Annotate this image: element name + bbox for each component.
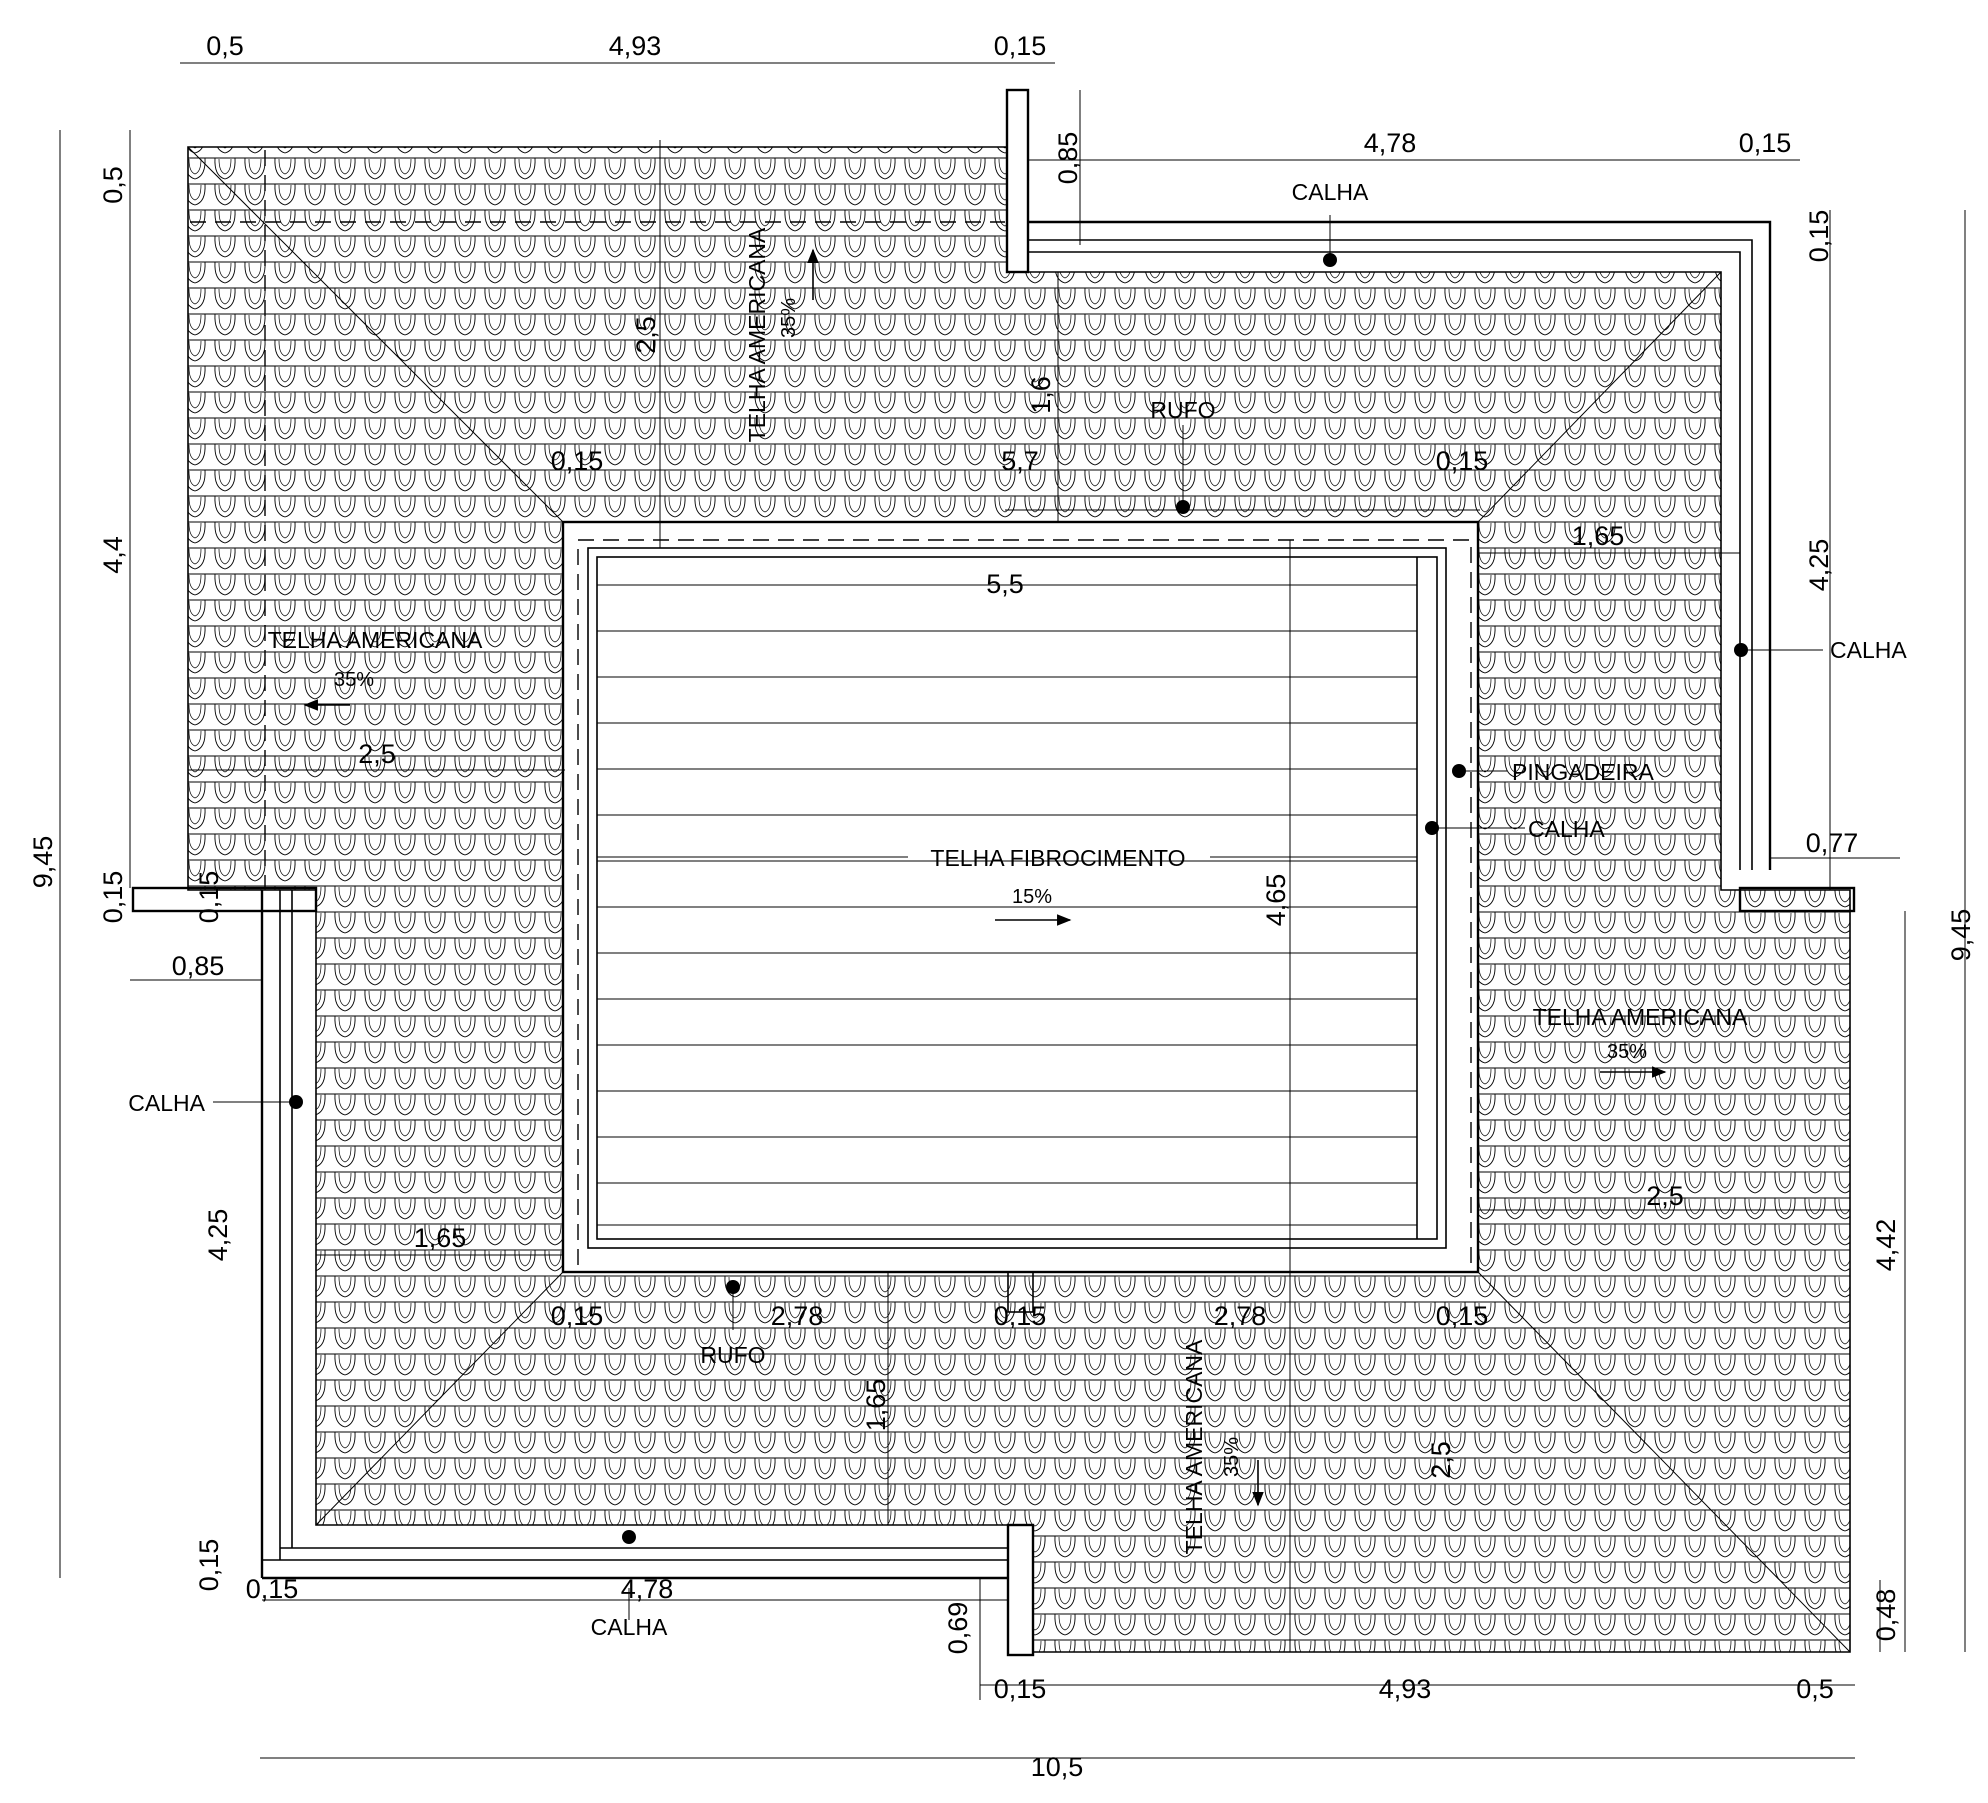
dim-v-945-right: 9,45 — [1946, 909, 1976, 962]
dim-in-015-e: 0,15 — [1436, 1301, 1489, 1331]
leaders — [213, 215, 1823, 1620]
dim-in-015-c: 0,15 — [551, 1301, 604, 1331]
dim-in-25-bottom: 2,5 — [1426, 1441, 1456, 1479]
dim-v-048-right: 0,48 — [1871, 1589, 1901, 1642]
dim-v-44-left: 4,4 — [98, 536, 128, 574]
dim-h-478-bottom: 4,78 — [621, 1574, 674, 1604]
dim-in-25-top: 2,5 — [631, 316, 661, 354]
dim-top-c: 0,15 — [994, 31, 1047, 61]
label-telha-right: TELHA AMERICANA — [1533, 1004, 1748, 1030]
label-pingadeira: PINGADEIRA — [1512, 759, 1655, 785]
dim-in-015-b: 0,15 — [1436, 446, 1489, 476]
dim-v-015-bottom-left: 0,15 — [194, 1539, 224, 1592]
dim-top-b: 4,93 — [609, 31, 662, 61]
label-telha-left-pct: 35% — [334, 669, 374, 691]
dim-top-d: 4,78 — [1364, 128, 1417, 158]
dim-in-25-left: 2,5 — [358, 739, 396, 769]
label-calha-right: CALHA — [1830, 637, 1907, 663]
dim-in-165-bottom: 1,65 — [861, 1379, 891, 1432]
label-fibro-pct: 15% — [1012, 886, 1052, 908]
label-telha-bottom-pct: 35% — [1221, 1437, 1243, 1477]
label-calha-bottom: CALHA — [591, 1614, 668, 1640]
dim-v-015-left: 0,15 — [98, 871, 128, 924]
hip-lines — [187, 146, 1851, 1653]
dim-v-425-left: 4,25 — [203, 1209, 233, 1262]
dim-h-085-left: 0,85 — [172, 951, 225, 981]
dim-h-105-total: 10,5 — [1031, 1752, 1084, 1782]
label-rufo-top: RUFO — [1150, 397, 1215, 423]
label-calha-left: CALHA — [128, 1090, 205, 1116]
dim-top-e: 0,15 — [1739, 128, 1792, 158]
inner-dimensions: 2,5 1,6 0,15 5,7 0,15 1,65 5,5 2,5 4,65 … — [358, 316, 1684, 1479]
dim-in-165-right: 1,65 — [1572, 521, 1625, 551]
annotation-labels: CALHA RUFO CALHA PINGADEIRA CALHA CALHA … — [128, 179, 1907, 1640]
label-calha-inner: CALHA — [1528, 816, 1605, 842]
outer-dimensions: 0,5 4,93 0,15 4,78 0,15 0,85 0,5 4,4 9,4… — [28, 31, 1976, 1782]
dim-h-493-bottom: 4,93 — [1379, 1674, 1432, 1704]
dim-in-165-left: 1,65 — [414, 1223, 467, 1253]
dim-top-a: 0,5 — [206, 31, 244, 61]
dim-v-425-right: 4,25 — [1804, 539, 1834, 592]
label-telha-top-pct: 35% — [778, 298, 800, 338]
gutters — [131, 88, 1856, 1657]
fibrocement-area — [561, 520, 1480, 1274]
dim-v-085-top: 0,85 — [1053, 132, 1083, 185]
dim-in-278-b: 2,78 — [1214, 1301, 1267, 1331]
label-telha-bottom: TELHA AMERICANA — [1181, 1339, 1207, 1554]
dim-v-05-left: 0,5 — [98, 166, 128, 204]
label-fibro: TELHA FIBROCIMENTO — [930, 845, 1185, 871]
dim-in-25-right: 2,5 — [1646, 1181, 1684, 1211]
dim-v-069-bottom: 0,69 — [943, 1602, 973, 1655]
dim-v-442-right: 4,42 — [1871, 1219, 1901, 1272]
dim-v-945-left: 9,45 — [28, 836, 58, 889]
dim-in-015-d: 0,15 — [994, 1301, 1047, 1331]
fibro-sheet-lines — [597, 584, 1417, 1226]
dim-h-077-right: 0,77 — [1806, 828, 1859, 858]
dimension-lines — [59, 62, 1966, 1759]
label-telha-right-pct: 35% — [1607, 1041, 1647, 1063]
dim-in-55: 5,5 — [986, 569, 1024, 599]
dim-in-015-a: 0,15 — [551, 446, 604, 476]
dim-in-57: 5,7 — [1001, 446, 1039, 476]
dim-v-015-right-top: 0,15 — [1804, 210, 1834, 263]
dim-in-16: 1,6 — [1026, 376, 1056, 414]
label-telha-left: TELHA AMERICANA — [268, 627, 483, 653]
dim-h-015-bottom-left: 0,15 — [246, 1574, 299, 1604]
label-telha-top: TELHA AMERICANA — [744, 227, 770, 442]
label-rufo-bottom: RUFO — [700, 1342, 765, 1368]
dim-in-278-a: 2,78 — [771, 1301, 824, 1331]
slope-arrows — [303, 248, 1667, 1507]
dim-h-05-bottom: 0,5 — [1796, 1674, 1834, 1704]
dim-in-465: 4,65 — [1261, 874, 1291, 927]
dim-h-015-bottom: 0,15 — [994, 1674, 1047, 1704]
label-calha-top: CALHA — [1292, 179, 1369, 205]
dim-v-015-left-b: 0,15 — [194, 871, 224, 924]
